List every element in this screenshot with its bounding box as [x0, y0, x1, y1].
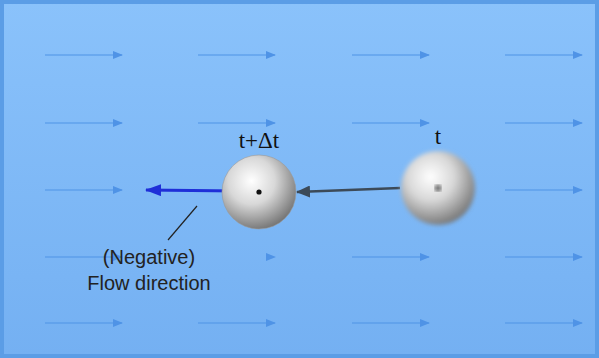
particle: t+Δt	[221, 128, 297, 230]
time-label: t	[400, 124, 476, 150]
time-label: t+Δt	[221, 128, 297, 154]
leader-line	[168, 206, 197, 240]
sphere	[400, 150, 476, 226]
annotation-text: (Negative) Flow direction	[84, 244, 214, 296]
displacement-arrow	[297, 188, 400, 192]
particle: t	[400, 124, 476, 226]
flow-arrows	[45, 55, 582, 323]
sphere	[221, 154, 297, 230]
